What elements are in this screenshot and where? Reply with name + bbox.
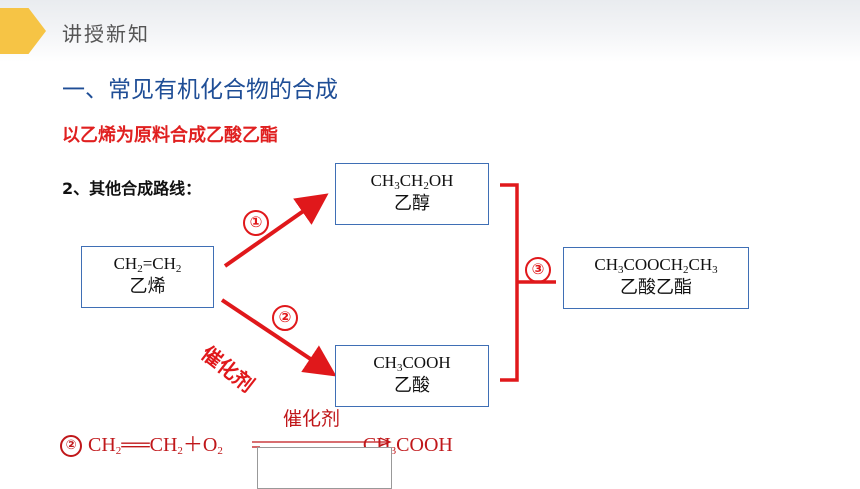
overlay-box	[257, 447, 392, 489]
ethanol-formula: CH3CH2OH	[370, 171, 454, 192]
ester-formula: CH3COOCH2CH3	[594, 255, 718, 276]
equation-condition: 催化剂	[283, 408, 341, 430]
box-ethylene: CH2=CH2 乙烯	[81, 246, 214, 308]
page-title: 一、常见有机化合物的合成	[62, 77, 338, 103]
step-1-marker: ①	[243, 210, 269, 236]
step-3-marker: ③	[525, 257, 551, 283]
bracket	[500, 183, 519, 382]
box-ethanol: CH3CH2OH 乙醇	[335, 163, 489, 225]
equation-reactants: CH2══CH2＋O2	[88, 434, 223, 457]
header-bar	[0, 0, 860, 62]
equation-number: ②	[60, 435, 82, 457]
arrow-to-acetic-acid	[220, 298, 337, 377]
box-ester: CH3COOCH2CH3 乙酸乙酯	[563, 247, 749, 309]
step-2-marker: ②	[272, 305, 298, 331]
section-label: 讲授新知	[62, 22, 150, 46]
ethanol-name: 乙醇	[394, 193, 430, 214]
box-acetic-acid: CH3COOH 乙酸	[335, 345, 489, 407]
acetic-acid-formula: CH3COOH	[373, 353, 451, 374]
arrow-to-ethanol	[223, 193, 329, 268]
subtitle: 以乙烯为原料合成乙酸乙酯	[62, 125, 278, 146]
ester-name: 乙酸乙酯	[620, 277, 692, 298]
ethylene-formula: CH2=CH2	[113, 254, 182, 275]
acetic-acid-name: 乙酸	[394, 375, 430, 396]
ethylene-name: 乙烯	[129, 276, 166, 297]
route-label: 2、其他合成路线：	[62, 179, 202, 198]
